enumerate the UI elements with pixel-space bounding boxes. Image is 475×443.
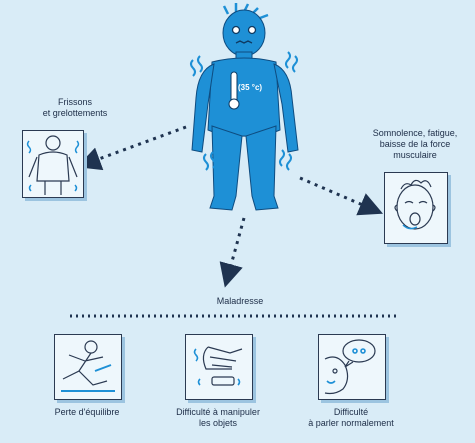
shivering-back-icon	[23, 131, 83, 197]
label-shivering-line2: et grelottements	[30, 108, 120, 119]
label-speech-line1: Difficulté	[296, 407, 406, 418]
label-handling-line1: Difficulté à manipuler	[160, 407, 276, 418]
label-shivering-line1: Frissons	[30, 97, 120, 108]
panel-shivering	[22, 130, 84, 198]
speaking-face-icon	[319, 335, 385, 399]
label-clumsiness: Maladresse	[180, 296, 300, 307]
yawning-face-icon	[385, 173, 447, 243]
label-speech-line2: à parler normalement	[296, 418, 406, 429]
panel-drowsiness	[384, 172, 448, 244]
label-drowsiness-line3: musculaire	[360, 150, 470, 161]
panel-speech	[318, 334, 386, 400]
panel-handling	[185, 334, 253, 400]
label-handling-line2: les objets	[160, 418, 276, 429]
label-drowsiness-line1: Somnolence, fatigue,	[360, 128, 470, 139]
hand-dropping-object-icon	[186, 335, 252, 399]
label-balance: Perte d'équilibre	[34, 407, 140, 418]
label-drowsiness-line2: baisse de la force	[360, 139, 470, 150]
panel-balance	[54, 334, 122, 400]
falling-person-icon	[55, 335, 121, 399]
thermometer-reading: (35 °c)	[238, 82, 262, 93]
